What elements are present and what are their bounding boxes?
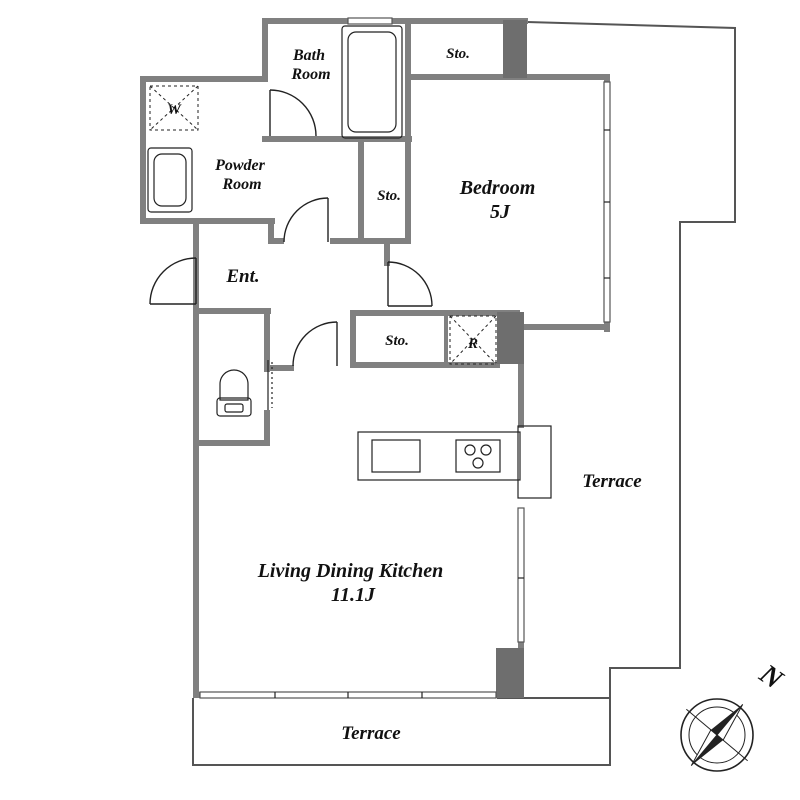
- compass-north-label: N: [753, 658, 790, 697]
- entrance-label: Ent.: [225, 266, 259, 287]
- doors: [149, 89, 433, 410]
- washer-label: W: [167, 102, 182, 118]
- ldk-label: Living Dining Kitchen 11.1J: [257, 560, 449, 606]
- storage-top-label: Sto.: [446, 46, 470, 62]
- compass-outer-ring: [680, 698, 754, 772]
- terrace-outline: [192, 21, 736, 766]
- windows: [199, 17, 611, 699]
- pillars: [496, 20, 527, 698]
- north-arrow-icon: [686, 704, 748, 766]
- storage-mid-label: Sto.: [377, 188, 401, 204]
- fridge-label: R: [467, 336, 478, 352]
- compass-inner-ring: [688, 706, 746, 764]
- fixtures: [147, 25, 552, 499]
- storage-lower-label: Sto.: [385, 333, 409, 349]
- terrace-east-label: Terrace: [582, 471, 642, 492]
- compass-rose: [680, 698, 754, 772]
- bath-room-label: Bath Room: [290, 47, 330, 83]
- bedroom-label: Bedroom 5J: [459, 177, 541, 223]
- walls: [140, 18, 610, 698]
- powder-room-label: Powder Room: [214, 157, 269, 193]
- terrace-south-label: Terrace: [341, 723, 401, 744]
